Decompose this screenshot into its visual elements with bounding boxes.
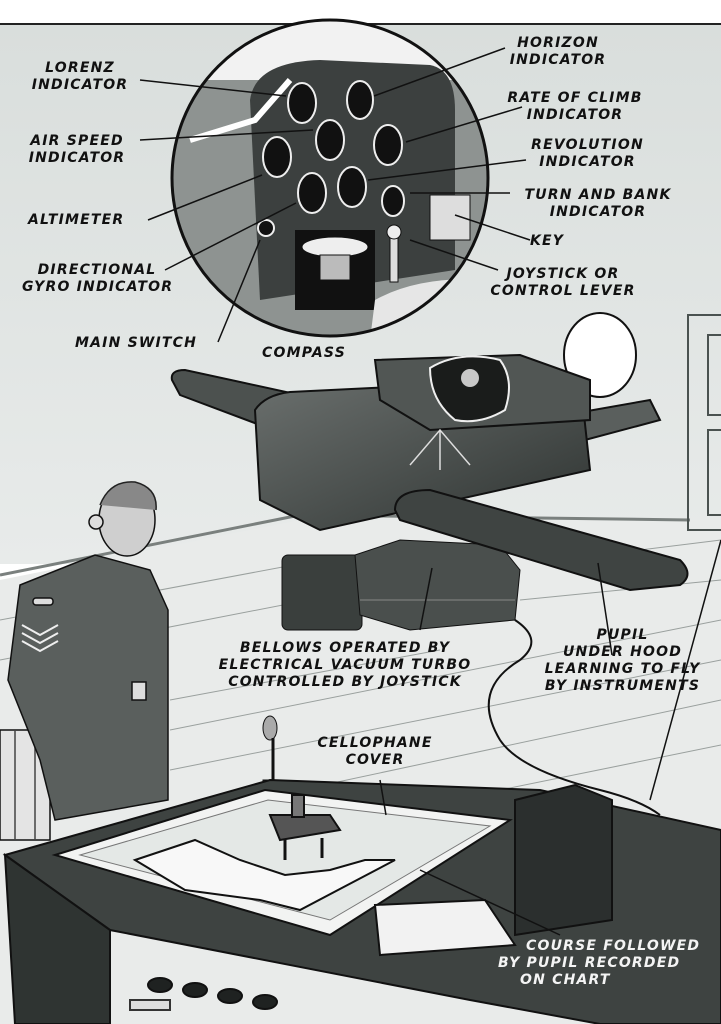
tail-fin: [563, 312, 637, 398]
label-joystick: JOYSTICK OR CONTROL LEVER: [478, 266, 648, 300]
leader-lines: [139, 47, 613, 936]
course-track: [132, 838, 396, 912]
label-lorenz-indicator: LORENZ INDICATOR: [25, 60, 135, 94]
trainer-airplane: [170, 312, 689, 592]
turn-bank-gauge: [381, 185, 405, 217]
crab-recorder: [268, 794, 342, 860]
label-line: INDICATOR: [509, 52, 607, 68]
climb-gauge: [315, 119, 345, 161]
label-line: COVER: [345, 752, 405, 768]
hood-cutaway: [428, 355, 510, 423]
cowl-rim: [189, 78, 293, 143]
label-line: UNDER HOOD: [562, 644, 683, 660]
label-line: MAIN SWITCH: [75, 335, 198, 351]
label-rate-of-climb: RATE OF CLIMB INDICATOR: [505, 90, 645, 124]
compass-bowl: [301, 236, 369, 258]
pupil-head: [461, 369, 479, 387]
label-line: BY PUPIL RECORDED: [498, 955, 681, 971]
wire: [649, 539, 721, 801]
label-horizon-indicator: HORIZON INDICATOR: [498, 35, 618, 69]
label-line: INDICATOR: [28, 150, 126, 166]
cockpit-inset: [170, 18, 490, 338]
airspeed-gauge: [262, 136, 292, 178]
label-line: BY INSTRUMENTS: [544, 678, 701, 694]
label-revolution-indicator: REVOLUTION INDICATOR: [520, 137, 655, 171]
sergeant-stripes: [21, 624, 59, 653]
label-line: REVOLUTION: [531, 137, 644, 153]
label-line: LORENZ: [45, 60, 115, 76]
label-key: KEY: [530, 233, 564, 250]
label-air-speed-indicator: AIR SPEED INDICATOR: [22, 133, 132, 167]
instrument-box: [514, 783, 613, 937]
door: [687, 314, 721, 531]
label-line: INDICATOR: [526, 107, 624, 123]
label-line: GYRO INDICATOR: [22, 279, 174, 295]
desk: [2, 778, 721, 1024]
label-line: CONTROLLED BY JOYSTICK: [228, 674, 462, 690]
label-line: TURN AND BANK: [524, 187, 672, 203]
belt-buckle: [131, 681, 147, 701]
label-line: JOYSTICK OR: [506, 266, 620, 282]
label-line: INDICATOR: [31, 77, 129, 93]
instructor-body: [7, 554, 169, 821]
label-line: COURSE FOLLOWED: [526, 938, 701, 954]
label-bellows: BELLOWS OPERATED BY ELECTRICAL VACUUM TU…: [185, 640, 505, 691]
label-course-followed: COURSE FOLLOWED BY PUPIL RECORDED ON CHA…: [498, 938, 718, 989]
gyro-gauge: [297, 172, 327, 214]
label-main-switch: MAIN SWITCH: [75, 335, 197, 352]
label-line: BELLOWS OPERATED BY: [239, 640, 451, 656]
main-switch: [257, 219, 275, 237]
label-line: ELECTRICAL VACUUM TURBO: [218, 657, 472, 673]
instructor-figure: [0, 481, 169, 841]
desk-front: [3, 852, 111, 1024]
label-line: LEARNING TO FLY: [544, 661, 701, 677]
label-directional-gyro: DIRECTIONAL GYRO INDICATOR: [22, 262, 172, 296]
cable: [487, 619, 661, 816]
headphone: [88, 514, 104, 530]
label-line: PUPIL: [596, 627, 649, 643]
lorenz-gauge: [287, 82, 317, 124]
label-line: CELLOPHANE: [317, 735, 433, 751]
label-line: INDICATOR: [539, 154, 636, 170]
joystick-knob: [386, 224, 402, 240]
rate-climb-gauge: [373, 124, 403, 166]
floor-planks: [0, 539, 721, 791]
label-altimeter: ALTIMETER: [28, 212, 124, 229]
label-line: HORIZON: [517, 35, 599, 51]
shoulder-badge: [32, 597, 54, 606]
label-pupil: PUPIL UNDER HOOD LEARNING TO FLY BY INST…: [525, 627, 720, 695]
right-wing: [393, 488, 689, 592]
label-line: ON CHART: [520, 972, 611, 988]
label-cellophane-cover: CELLOPHANE COVER: [305, 735, 445, 769]
horizon-gauge: [346, 80, 374, 120]
label-line: CONTROL LEVER: [490, 283, 636, 299]
label-line: RATE OF CLIMB: [507, 90, 643, 106]
label-line: ALTIMETER: [28, 212, 125, 228]
label-line: DIRECTIONAL: [37, 262, 157, 278]
label-line: INDICATOR: [549, 204, 647, 220]
control-knobs: [147, 977, 278, 1010]
notepad: [373, 898, 517, 957]
trainer-base: [281, 539, 521, 631]
revolution-gauge: [337, 166, 367, 208]
label-line: COMPASS: [262, 345, 346, 361]
gauges: [257, 80, 405, 237]
label-turn-and-bank: TURN AND BANK INDICATOR: [508, 187, 688, 221]
label-line: KEY: [530, 233, 565, 249]
label-line: AIR SPEED: [30, 133, 124, 149]
label-compass: COMPASS: [262, 345, 346, 362]
